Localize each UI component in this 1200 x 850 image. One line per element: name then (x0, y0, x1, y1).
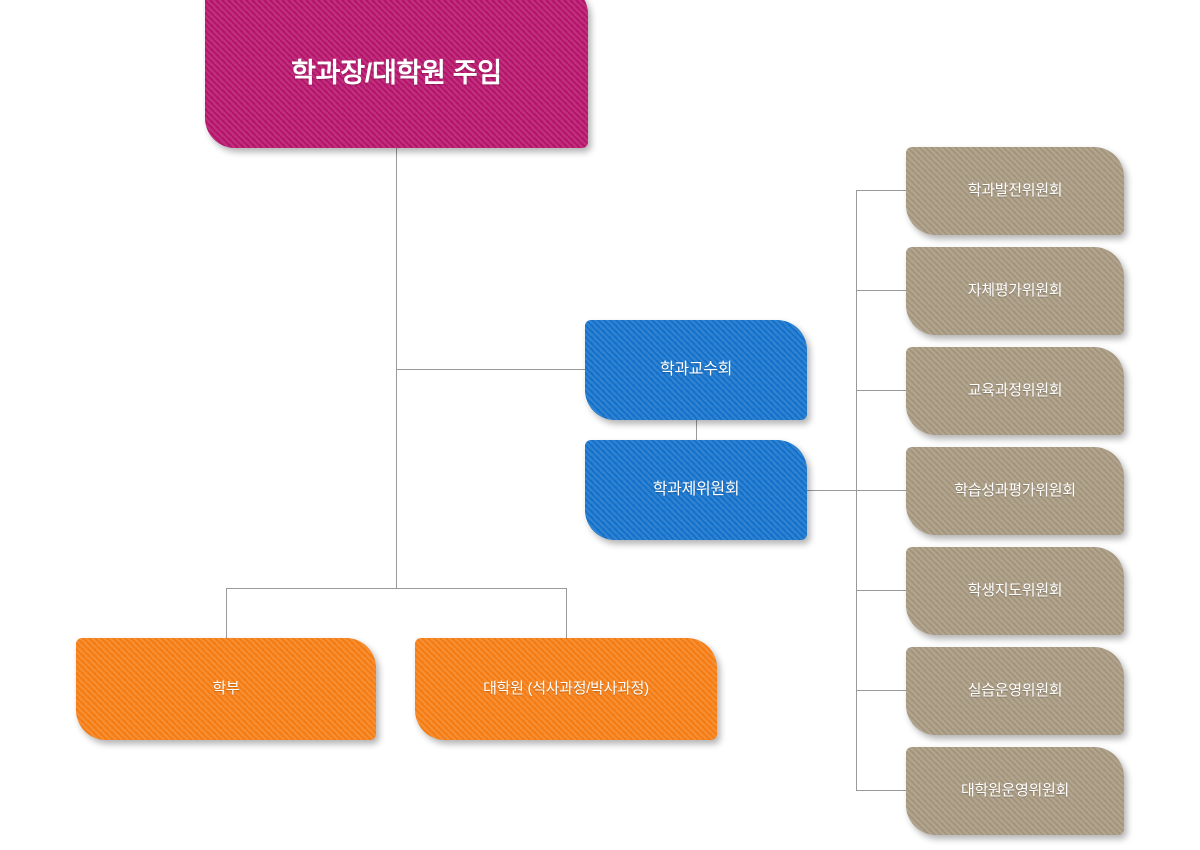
node-committee-student-guidance[interactable]: 학생지도위원회 (906, 547, 1124, 635)
connector-bar-to-grad (566, 588, 567, 638)
connector-program-bar (226, 588, 567, 589)
node-faculty-council-label: 학과교수회 (659, 361, 733, 378)
node-committee-curriculum[interactable]: 교육과정위원회 (906, 347, 1124, 435)
node-graduate-program[interactable]: 대학원 (석사과정/박사과정) (415, 638, 717, 740)
node-undergraduate-program-label: 학부 (212, 679, 240, 697)
node-graduate-program-label: 대학원 (석사과정/박사과정) (483, 679, 649, 697)
node-department-committee-label: 학과제위원회 (652, 481, 740, 498)
connector-bar-to-undergrad (226, 588, 227, 638)
node-committee-self-evaluation[interactable]: 자체평가위원회 (906, 247, 1124, 335)
node-committee-development-label: 학과발전위원회 (967, 181, 1063, 199)
connector-spine-to-committee-4 (856, 490, 907, 491)
node-department-head[interactable]: 학과장/대학원 주임 (205, 0, 588, 148)
connector-spine-to-committee-7 (856, 790, 907, 791)
connector-spine-to-committee-3 (856, 390, 907, 391)
connector-root-trunk (396, 148, 397, 589)
node-faculty-council[interactable]: 학과교수회 (585, 320, 807, 420)
node-committee-student-guidance-label: 학생지도위원회 (967, 581, 1063, 599)
node-committee-curriculum-label: 교육과정위원회 (967, 381, 1063, 399)
node-department-head-label: 학과장/대학원 주임 (291, 58, 502, 89)
connector-faculty-council-to-dept-committee (696, 420, 697, 441)
node-committee-graduate-operations[interactable]: 대학원운영위원회 (906, 747, 1124, 835)
connector-dept-committee-to-spine (806, 490, 857, 491)
node-committee-learning-outcomes-label: 학습성과평가위원회 (954, 481, 1076, 499)
node-committee-development[interactable]: 학과발전위원회 (906, 147, 1124, 235)
connector-spine-to-committee-5 (856, 590, 907, 591)
connector-spine-to-committee-2 (856, 290, 907, 291)
connector-trunk-to-faculty-council (396, 369, 586, 370)
node-committee-graduate-operations-label: 대학원운영위원회 (960, 781, 1069, 799)
node-undergraduate-program[interactable]: 학부 (76, 638, 376, 740)
connector-spine-to-committee-1 (856, 190, 907, 191)
node-committee-practicum-label: 실습운영위원회 (967, 681, 1063, 699)
node-committee-practicum[interactable]: 실습운영위원회 (906, 647, 1124, 735)
connector-spine-to-committee-6 (856, 690, 907, 691)
node-committee-self-evaluation-label: 자체평가위원회 (967, 281, 1063, 299)
node-department-committee[interactable]: 학과제위원회 (585, 440, 807, 540)
node-committee-learning-outcomes[interactable]: 학습성과평가위원회 (906, 447, 1124, 535)
